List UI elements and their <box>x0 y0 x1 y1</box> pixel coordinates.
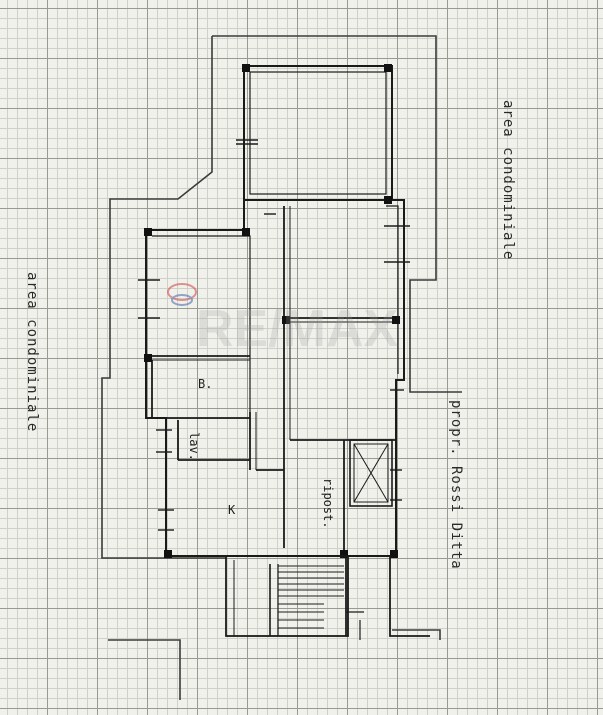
wall-pillars <box>144 64 400 558</box>
property-boundary-bottom-right <box>392 629 441 640</box>
left-area-label: area condominiale <box>24 272 40 432</box>
interior-walls <box>150 206 398 556</box>
room-label-kitchen: K <box>228 503 236 517</box>
elevator-shaft <box>349 439 393 507</box>
room-label-laundry: lav. <box>187 432 201 461</box>
watermark-text: RE/MAX <box>196 300 399 358</box>
window-marks <box>138 139 410 531</box>
lower-walls <box>345 556 430 637</box>
property-boundary-left <box>101 36 226 559</box>
room-label-storage: ripost. <box>321 478 335 529</box>
property-boundary <box>212 35 462 393</box>
right-owner-label: propr. Rossi Ditta <box>448 400 464 570</box>
property-boundary-bottom <box>108 639 181 700</box>
top-right-area-label: area condominiale <box>500 100 516 260</box>
remax-watermark: RE/MAX <box>167 283 399 358</box>
stair-well <box>225 555 364 640</box>
room-label-bathroom: B. <box>198 377 212 391</box>
